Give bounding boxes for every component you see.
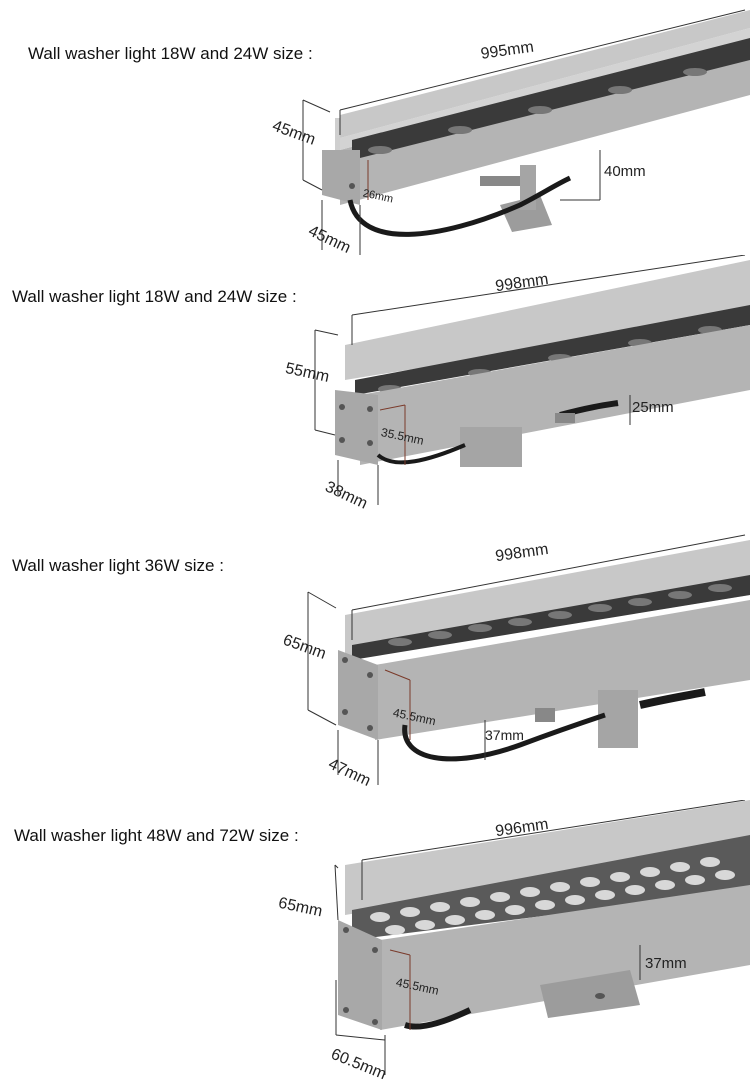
wall-washer-diagram: 998mm 65mm 47mm 45.5mm 37mm [281,534,750,790]
height-label: 45mm [270,118,318,149]
cable [376,443,466,465]
product-section-4: Wall washer light 48W and 72W size : [0,800,750,1080]
product-title: Wall washer light 18W and 24W size : [28,44,313,63]
housing-front [380,885,750,1030]
height-label: 65mm [277,895,324,921]
mounting-bracket [460,427,522,467]
housing-front [375,600,750,740]
length-label: 998mm [494,271,549,295]
housing-back-lip [345,260,750,380]
height-label: 65mm [281,632,329,663]
product-section-2: Wall washer light 18W and 24W size : 998… [0,255,750,530]
end-cap [335,390,378,465]
product-section-3: Wall washer light 36W size : 998mm 65mm [0,530,750,810]
housing-front [360,325,750,465]
product-title: Wall washer light 36W size : [12,556,224,575]
end-cap [338,650,378,740]
depth-label: 45mm [306,223,353,257]
product-title: Wall washer light 18W and 24W size : [12,287,297,306]
length-label: 998mm [494,541,549,565]
led-strip [355,305,750,395]
bracket-label: 25mm [632,399,674,416]
wall-washer-diagram: 998mm 55mm 38mm 35.5mm 25mm [284,255,750,513]
bracket-label: 37mm [645,955,687,972]
end-cap [338,920,382,1030]
end-cap [322,150,360,205]
wall-washer-diagram: 996mm 65mm 60.5mm 45.5mm 37mm [277,800,750,1080]
wall-washer-diagram: 995mm 45mm 45mm 26mm 40mm [270,9,750,257]
bracket-label: 40mm [604,163,646,180]
mounting-bracket [598,690,638,748]
product-title: Wall washer light 48W and 72W size : [14,826,299,845]
bracket-label: 37mm [485,727,524,743]
mounting-bracket [540,970,640,1018]
length-label: 995mm [480,39,535,63]
depth-label: 60.5mm [328,1046,388,1080]
housing-back-lip [345,800,750,915]
cable [404,1007,472,1030]
cable [347,175,572,237]
mounting-bracket [500,195,552,232]
depth-label: 38mm [322,478,369,512]
cable [402,712,606,762]
housing-back-lip [340,10,750,138]
height-label: 55mm [284,360,331,386]
product-section-1: Wall washer light 18W and 24W size : [0,0,750,270]
depth-label: 47mm [326,756,373,790]
